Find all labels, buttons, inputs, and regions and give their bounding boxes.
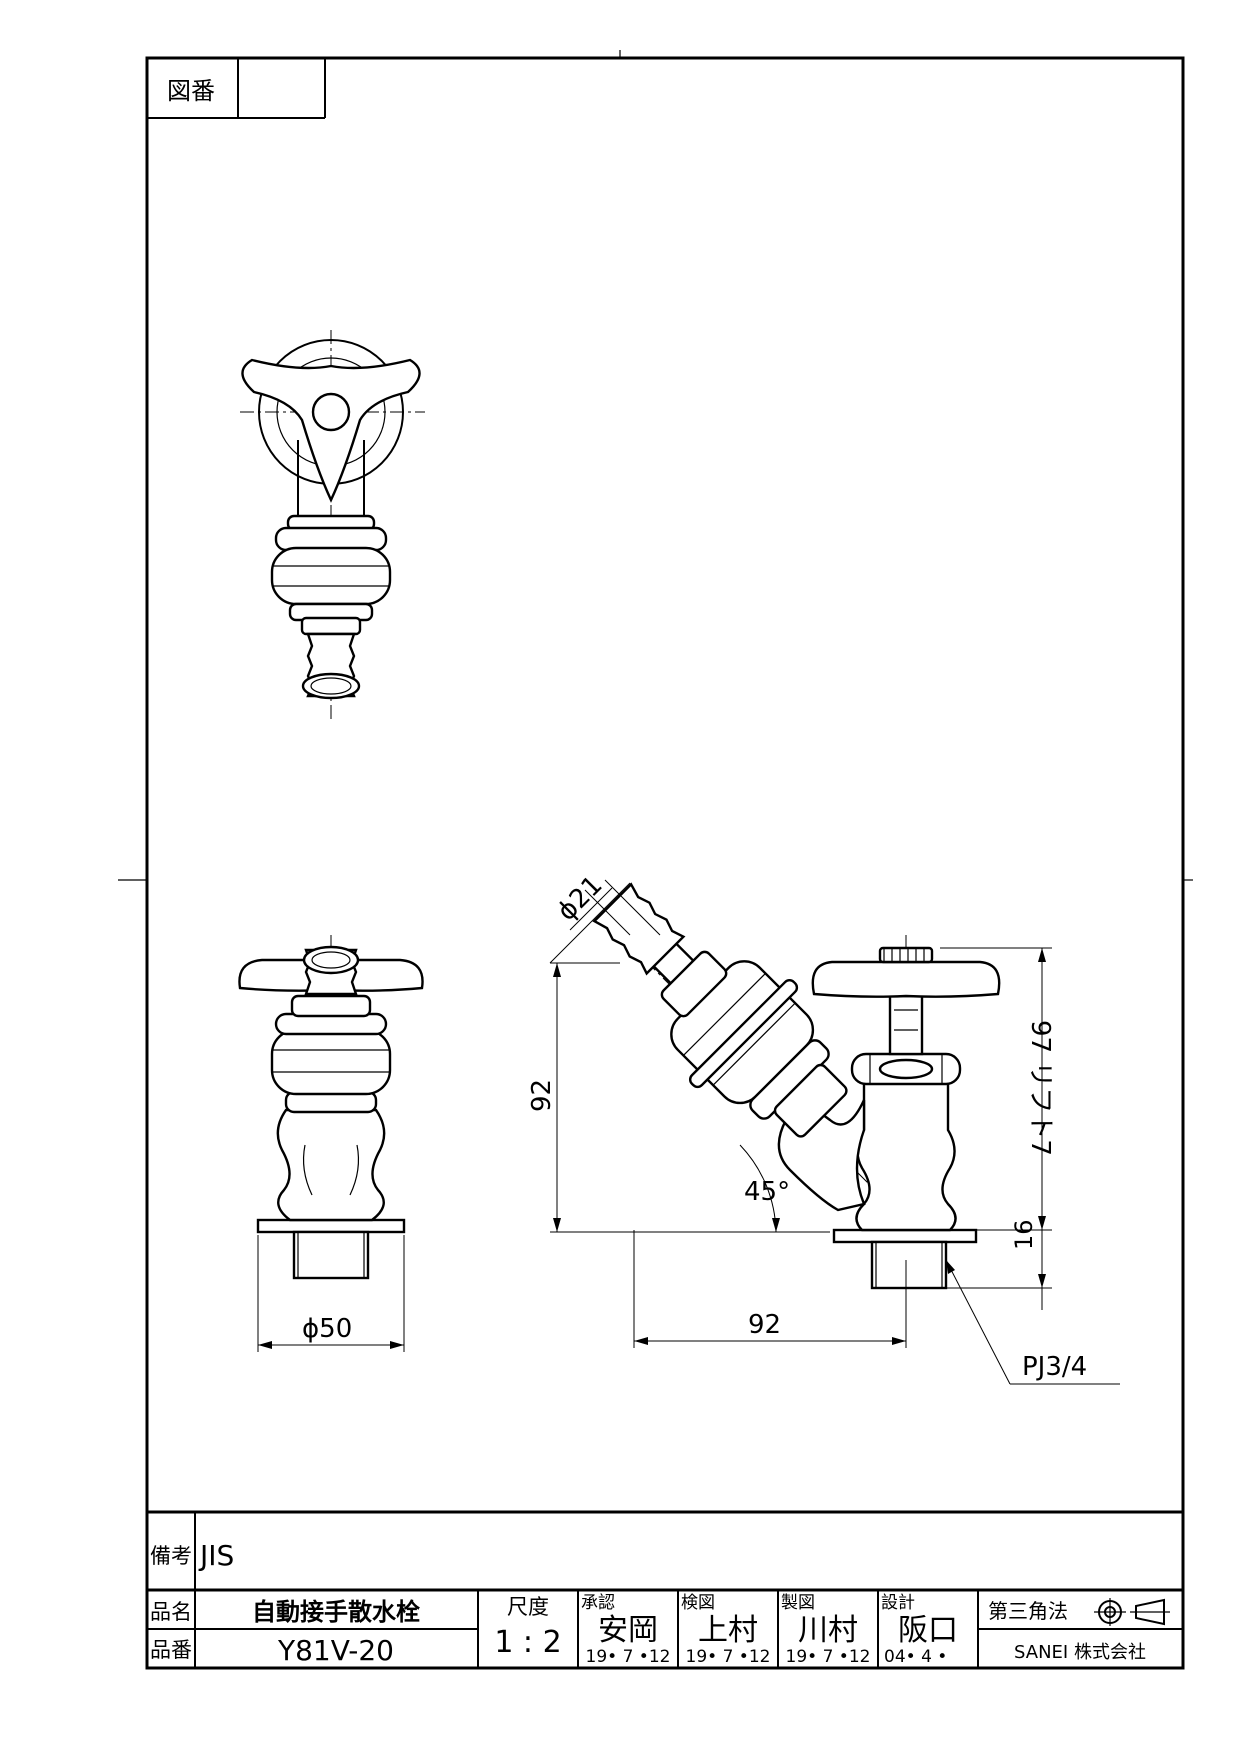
company-name: SANEI 株式会社	[1014, 1642, 1146, 1663]
dimension-height-97: 97 リフト7	[1025, 1020, 1055, 1156]
dimension-base-diameter: ϕ50	[302, 1314, 352, 1344]
third-angle-projection-icon	[1094, 1598, 1170, 1626]
drafted-name: 川村	[798, 1613, 858, 1648]
product-no: Y81V-20	[277, 1634, 394, 1667]
drafted-label: 製図	[781, 1593, 815, 1613]
approved-name: 安岡	[598, 1613, 658, 1648]
dimension-lines-side	[549, 879, 1120, 1385]
drafted-date: 19• 7 •12	[786, 1647, 871, 1667]
dimension-width-92: 92	[748, 1310, 781, 1340]
title-block	[147, 1510, 1183, 1668]
product-name-label: 品名	[150, 1600, 192, 1624]
checked-name: 上村	[698, 1613, 758, 1648]
drawing-no-label: 図番	[167, 77, 215, 105]
top-view	[240, 330, 425, 720]
sheet-frame	[118, 50, 1193, 1670]
dimension-thread: PJ3/4	[1022, 1352, 1087, 1382]
projection-label: 第三角法	[988, 1599, 1068, 1623]
scale-value: 1 : 2	[494, 1625, 561, 1660]
product-name: 自動接手散水栓	[252, 1598, 420, 1626]
side-view	[592, 882, 1001, 1290]
remarks-value: JIS	[198, 1539, 234, 1572]
designed-label: 設計	[881, 1593, 915, 1613]
approved-label: 承認	[581, 1593, 615, 1613]
dimension-phi50	[257, 1235, 405, 1352]
checked-label: 検図	[681, 1593, 715, 1613]
remarks-label: 備考	[150, 1544, 192, 1568]
dimension-height-16: 16	[1010, 1219, 1038, 1250]
designed-date: 04• 4 •	[884, 1647, 947, 1667]
product-no-label: 品番	[150, 1638, 192, 1662]
checked-date: 19• 7 •12	[686, 1647, 771, 1667]
front-view	[238, 935, 424, 1280]
dimension-height-92: 92	[527, 1079, 557, 1112]
scale-label: 尺度	[507, 1595, 549, 1619]
approved-date: 19• 7 •12	[586, 1647, 671, 1667]
designed-name: 阪口	[898, 1613, 958, 1648]
dimension-angle: 45°	[744, 1177, 790, 1207]
